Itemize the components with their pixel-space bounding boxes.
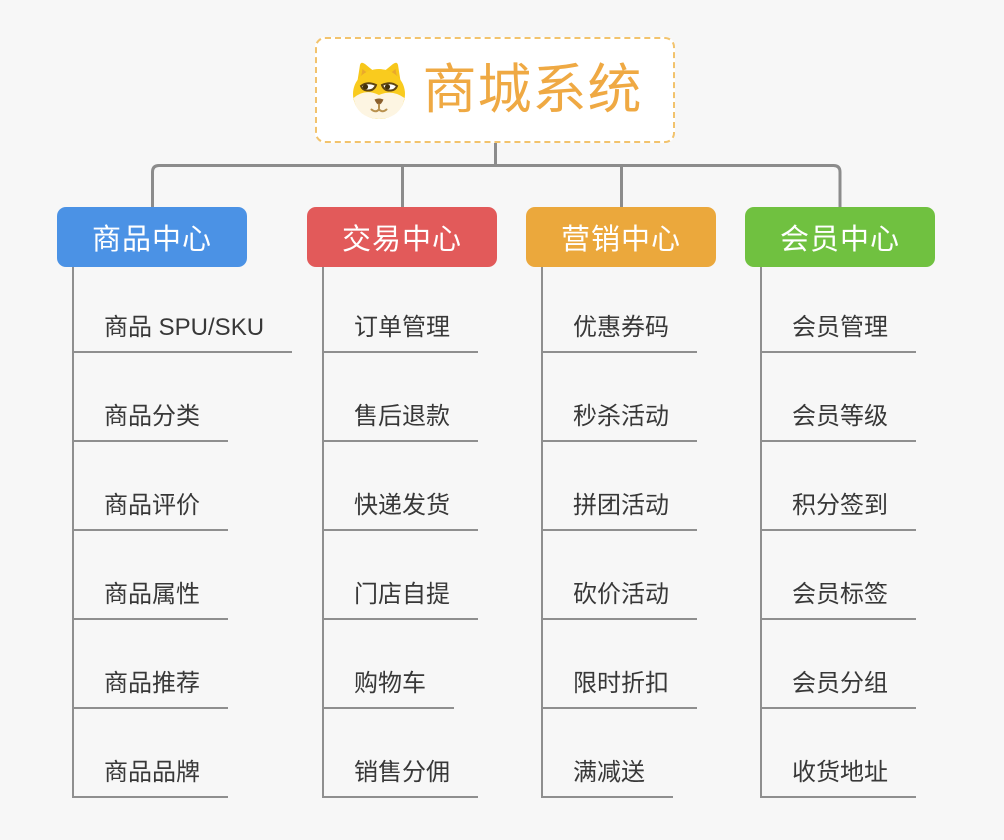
branch-column-trade: 交易中心 订单管理 售后退款 快递发货 门店自提 购物车 销售分佣 [307,207,497,798]
leaf-node[interactable]: 拼团活动 [543,485,697,531]
leaf-node[interactable]: 订单管理 [324,307,478,353]
branch-node-trade-center[interactable]: 交易中心 [307,207,497,267]
leaf-list: 优惠券码 秒杀活动 拼团活动 砍价活动 限时折扣 满减送 [541,267,697,798]
branch-bus-line [151,164,842,207]
leaf-list: 订单管理 售后退款 快递发货 门店自提 购物车 销售分佣 [322,267,478,798]
root-title: 商城系统 [422,60,643,120]
leaf-node[interactable]: 会员管理 [762,307,916,353]
leaf-node[interactable]: 积分签到 [762,485,916,531]
branch-label: 营销中心 [560,224,681,256]
leaf-node[interactable]: 砍价活动 [543,574,697,620]
leaf-node[interactable]: 销售分佣 [324,752,478,798]
leaf-node[interactable]: 门店自提 [324,574,478,620]
branch-column-marketing: 营销中心 优惠券码 秒杀活动 拼团活动 砍价活动 限时折扣 满减送 [526,207,716,798]
leaf-node[interactable]: 商品分类 [74,396,228,442]
leaf-node[interactable]: 会员标签 [762,574,916,620]
leaf-node[interactable]: 购物车 [324,663,454,709]
branch-column-products: 商品中心 商品 SPU/SKU 商品分类 商品评价 商品属性 商品推荐 商品品牌 [57,207,293,798]
leaf-list: 会员管理 会员等级 积分签到 会员标签 会员分组 收货地址 [760,267,916,798]
dog-icon [352,62,405,119]
leaf-node[interactable]: 商品 SPU/SKU [74,307,293,353]
leaf-node[interactable]: 优惠券码 [543,307,697,353]
leaf-node[interactable]: 限时折扣 [543,663,697,709]
leaf-node[interactable]: 会员分组 [762,663,916,709]
leaf-node[interactable]: 商品评价 [74,485,228,531]
leaf-node[interactable]: 快递发货 [324,485,478,531]
branch-node-marketing-center[interactable]: 营销中心 [526,207,716,267]
leaf-node[interactable]: 商品属性 [74,574,228,620]
leaf-node[interactable]: 满减送 [543,752,673,798]
leaf-node[interactable]: 售后退款 [324,396,478,442]
leaf-node[interactable]: 商品品牌 [74,752,228,798]
branch-label: 会员中心 [779,224,900,256]
leaf-list: 商品 SPU/SKU 商品分类 商品评价 商品属性 商品推荐 商品品牌 [72,267,293,798]
branch-node-product-center[interactable]: 商品中心 [57,207,247,267]
branch-column-member: 会员中心 会员管理 会员等级 积分签到 会员标签 会员分组 收货地址 [745,207,935,798]
leaf-node[interactable]: 秒杀活动 [543,396,697,442]
leaf-node[interactable]: 会员等级 [762,396,916,442]
branch-label: 商品中心 [91,224,212,256]
root-node[interactable]: 商城系统 [315,37,675,143]
leaf-node[interactable]: 收货地址 [762,752,916,798]
branch-label: 交易中心 [341,224,462,256]
branch-node-member-center[interactable]: 会员中心 [745,207,935,267]
leaf-node[interactable]: 商品推荐 [74,663,228,709]
